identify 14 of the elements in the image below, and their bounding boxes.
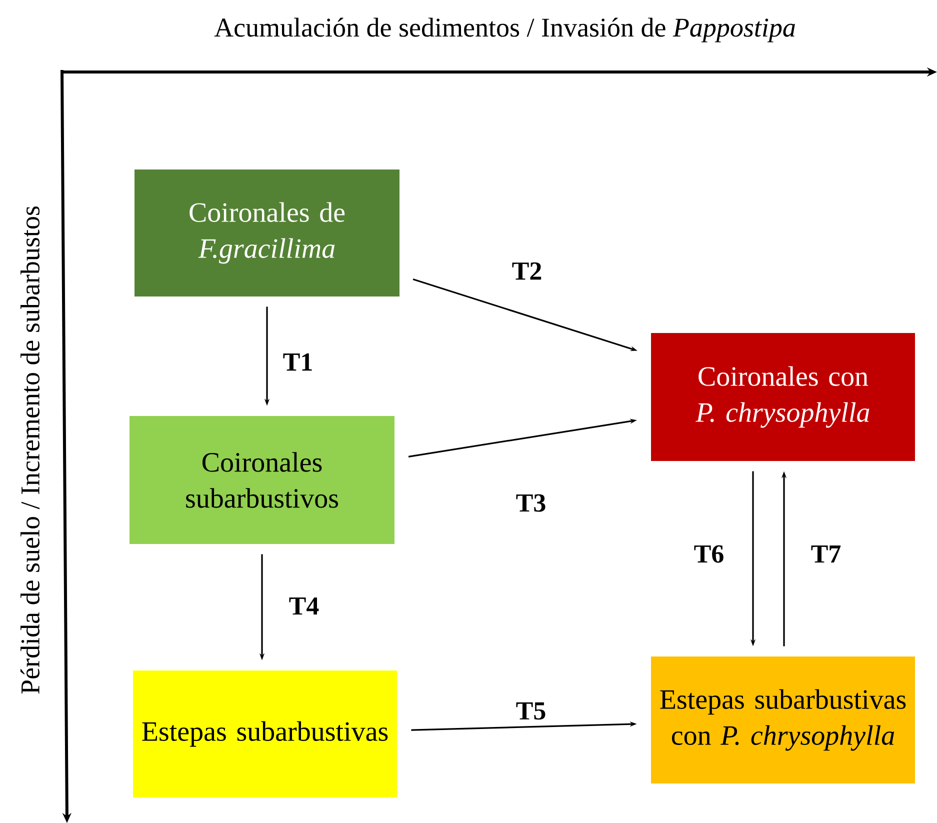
- edge-label: T3: [516, 494, 546, 512]
- state-box: Coironales de F.gracillima: [134, 170, 400, 296]
- edge-label: T5: [516, 702, 546, 720]
- state-box: Coironales subarbustivos: [130, 416, 394, 544]
- axis-label: Acumulación de sedimentos / Invasión de Pappostipa: [214, 18, 795, 42]
- state-box: Estepas subarbustivas con P. chrysophylla: [651, 656, 915, 784]
- edge-label: T6: [694, 545, 724, 563]
- edge-label: T4: [289, 597, 319, 615]
- edge-label: T7: [811, 545, 841, 562]
- edge-label: T2: [512, 262, 542, 280]
- edge-label: T1: [283, 353, 312, 371]
- state-box: Coironales con P. chrysophylla: [651, 333, 915, 461]
- state-box: Estepas subarbustivas: [133, 670, 397, 798]
- axis-label: Pérdida de suelo / Incremento de subarbustos: [20, 206, 40, 694]
